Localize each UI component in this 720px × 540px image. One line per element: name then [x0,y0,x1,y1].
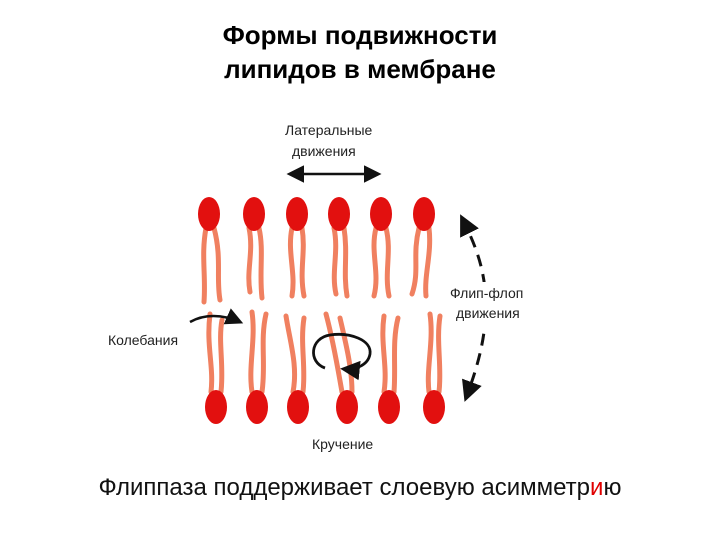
flip-flop-label-1: Флип-флоп [450,285,523,301]
lipid-bottom-2 [246,309,269,424]
bottom-leaflet [205,309,445,424]
lipid-bottom-1 [205,311,227,424]
caption: Флиппаза поддерживает слоевую асимметрию [0,474,720,502]
caption-text: Флиппаза поддерживает слоевую асимметр [98,474,591,501]
flip-flop-label-2: движения [456,305,520,321]
caption-highlight: и [590,474,604,501]
lipid-head [328,197,350,231]
lateral-label-2: движения [292,143,356,159]
diagram-title: Формы подвижности липидов в мембране [0,18,720,86]
wobble-arrow [189,308,244,325]
lipid-head [246,390,268,424]
lateral-label-1: Латеральные [285,122,373,138]
lipid-head [370,197,392,231]
lipid-head [286,197,308,231]
title-line-1: Формы подвижности [222,20,498,50]
lipid-top-3 [286,197,308,299]
caption-end: ю [603,474,622,501]
lipid-head [378,390,400,424]
lipid-top-2 [243,197,265,301]
lipid-head [205,390,227,424]
rotation-label: Кручение [312,436,373,452]
rotation-arrow [312,332,372,381]
title-line-2: липидов в мембране [224,54,496,84]
lipid-bottom-4 [323,311,358,424]
wobble-label: Колебания [108,332,178,348]
lipid-top-4 [328,197,350,299]
lipid-head [336,390,358,424]
lipid-head [198,197,220,231]
lipid-bottom-3 [283,313,309,424]
flip-flop-label-bg [446,282,542,326]
top-leaflet [198,197,435,305]
lipid-top-1 [198,197,223,305]
lipid-head [413,197,435,231]
lipid-head [243,197,265,231]
lipid-top-6 [409,197,435,299]
lipid-head [287,390,309,424]
lipid-bottom-5 [378,313,401,424]
lipid-bottom-6 [423,311,445,424]
lipid-head [423,390,445,424]
lipid-top-5 [370,197,392,299]
